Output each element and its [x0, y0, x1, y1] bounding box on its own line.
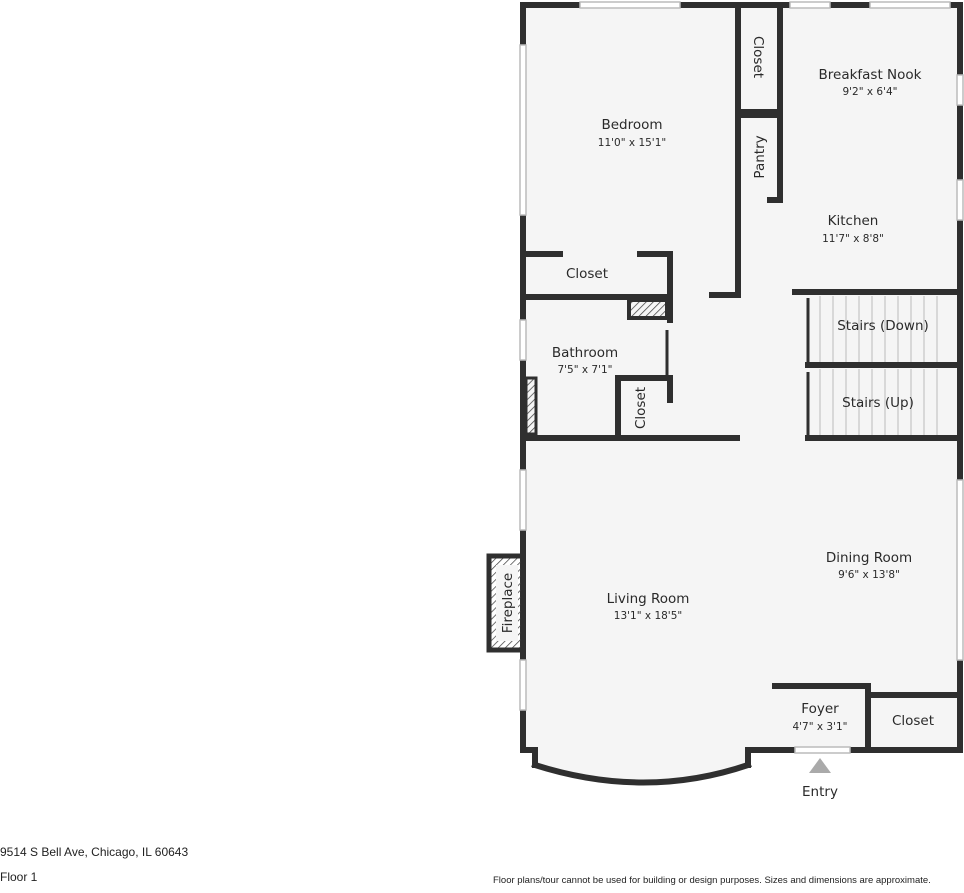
fireplace-label: Fireplace	[500, 573, 516, 633]
living-room-label: Living Room	[607, 591, 690, 607]
living-room-dims: 13'1" x 18'5"	[614, 610, 682, 622]
closet-foyer-label: Closet	[892, 713, 934, 729]
kitchen-dims: 11'7" x 8'8"	[822, 233, 884, 245]
bedroom-dims: 11'0" x 15'1"	[598, 137, 666, 149]
bathroom-dims: 7'5" x 7'1"	[557, 364, 612, 376]
dining-room-dims: 9'6" x 13'8"	[838, 569, 900, 581]
bedroom-label: Bedroom	[601, 117, 662, 133]
entry-arrow-icon	[809, 758, 831, 773]
bathroom-label: Bathroom	[552, 345, 618, 361]
stairs-down-label: Stairs (Down)	[837, 318, 929, 334]
interior-walls	[520, 2, 963, 753]
pantry-label: Pantry	[752, 135, 768, 178]
address: 9514 S Bell Ave, Chicago, IL 60643	[0, 845, 189, 859]
kitchen-label: Kitchen	[828, 213, 879, 229]
breakfast-nook-label: Breakfast Nook	[819, 67, 922, 83]
windows	[519, 1, 964, 754]
floor-label: Floor 1	[0, 870, 38, 884]
dining-room-label: Dining Room	[826, 550, 912, 566]
entry-label: Entry	[802, 784, 838, 800]
breakfast-nook-dims: 9'2" x 6'4"	[842, 86, 897, 98]
stairs-treads	[819, 296, 938, 435]
disclaimer: Floor plans/tour cannot be used for buil…	[493, 875, 931, 886]
foyer-dims: 4'7" x 3'1"	[792, 721, 847, 733]
closet-bedroom-label: Closet	[566, 266, 608, 282]
foyer-label: Foyer	[801, 701, 839, 717]
closet-top-label: Closet	[750, 36, 766, 78]
closet-bath-label: Closet	[633, 387, 649, 429]
stairs-up-label: Stairs (Up)	[842, 395, 914, 411]
floor-area	[523, 5, 960, 783]
